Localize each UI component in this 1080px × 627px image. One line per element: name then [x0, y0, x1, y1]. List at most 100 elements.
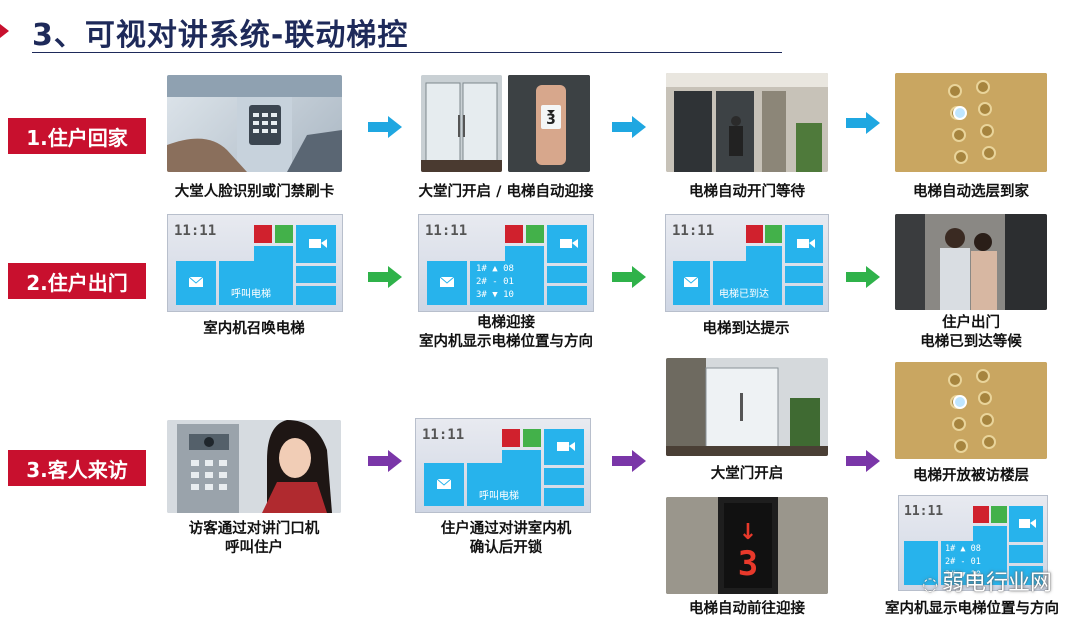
caption-elevator-greet: 电梯迎接 — [477, 315, 535, 331]
monitor-tile-lock[interactable] — [991, 506, 1007, 523]
call-elevator-tile[interactable]: 呼叫电梯 — [219, 261, 293, 305]
arrow-right-icon — [612, 450, 646, 472]
monitor-tile-intercom[interactable] — [502, 450, 541, 465]
caption-lobby-door-open: 大堂门开启 — [710, 466, 784, 482]
monitor-tile-settings[interactable] — [785, 266, 823, 283]
monitor-tile-tools[interactable] — [785, 286, 823, 305]
monitor-tile-settings[interactable] — [1009, 545, 1043, 563]
monitor-tile-intercom[interactable] — [973, 526, 1007, 542]
arrow-right-icon — [612, 266, 646, 288]
video-camera-icon — [797, 239, 815, 248]
lobby-door-open-illustration — [666, 358, 828, 456]
elevator-arrived-tile[interactable]: 电梯已到达 — [713, 261, 782, 305]
video-camera-icon — [560, 239, 578, 248]
watermark: ◌弱电行业网 — [922, 571, 1052, 596]
monitor-clock: 11:11 — [425, 223, 468, 239]
monitor-tile-alarm[interactable] — [505, 225, 523, 243]
envelope-icon — [439, 276, 455, 287]
caption-elevator-door-wait: 电梯自动开门等待 — [689, 184, 805, 200]
caption-display-position: 室内机显示电梯位置与方向 — [419, 334, 593, 350]
elevator-position-tile[interactable]: 1# ▲ 08 2# - 01 3# ▼ 10 — [470, 261, 544, 305]
call-elevator-label: 呼叫电梯 — [479, 491, 519, 502]
photo-elevator-visitor-floor — [895, 362, 1047, 459]
photo-lobby-access-control — [167, 75, 342, 172]
video-camera-icon — [1019, 519, 1036, 528]
arrow-right-icon — [846, 266, 880, 288]
monitor-tile-lock[interactable] — [526, 225, 544, 243]
arrow-right-icon — [846, 112, 880, 134]
elevator-row: 2# - 01 — [476, 277, 514, 287]
monitor-tile-intercom[interactable] — [254, 246, 293, 263]
monitor-tile-alarm[interactable] — [254, 225, 272, 243]
arrow-right-icon — [368, 116, 402, 138]
monitor-tile-tools[interactable] — [544, 488, 584, 506]
glass-door-illustration — [421, 75, 502, 172]
elevator-row: 1# ▲ 08 — [945, 544, 981, 554]
caption-elevator-auto-floor: 电梯自动选层到家 — [913, 184, 1029, 200]
floor-down-arrow-icon: ↓ — [739, 520, 757, 545]
monitor-tile-video[interactable] — [547, 225, 587, 263]
monitor-tile-tools[interactable] — [547, 286, 587, 305]
monitor-tile-settings[interactable] — [544, 468, 584, 485]
monitor-tile-intercom[interactable] — [505, 246, 544, 263]
monitor-tile-message[interactable] — [176, 261, 216, 305]
monitor-tile-tools[interactable] — [296, 286, 336, 305]
gold-button-panel-illustration — [895, 73, 1047, 172]
caption-arrival-prompt: 电梯到达提示 — [702, 321, 790, 337]
monitor-tile-message[interactable] — [427, 261, 467, 305]
wechat-icon: ◌ — [922, 574, 938, 595]
monitor-tile-message[interactable] — [673, 261, 710, 305]
arrow-right-icon — [368, 266, 402, 288]
monitor-clock: 11:11 — [672, 223, 715, 239]
monitor-tile-video[interactable] — [1009, 506, 1043, 542]
gold-button-panel-illustration — [895, 362, 1047, 459]
monitor-tile-lock[interactable] — [765, 225, 782, 243]
monitor-clock: 11:11 — [174, 223, 217, 239]
caption-resident-out: 住户出门 — [942, 315, 1000, 331]
row-label-visitor: 3.客人来访 — [8, 450, 146, 486]
page-title: 3、可视对讲系统-联动梯控 — [32, 18, 409, 53]
monitor-tile-video[interactable] — [785, 225, 823, 263]
floor-display-illustration: ↓ 3 — [666, 497, 828, 594]
envelope-icon — [683, 276, 699, 287]
monitor-tile-settings[interactable] — [547, 266, 587, 283]
call-elevator-tile[interactable]: 呼叫电梯 — [467, 463, 541, 506]
monitor-tile-intercom[interactable] — [746, 246, 782, 263]
envelope-icon — [188, 276, 204, 287]
monitor-clock: 11:11 — [422, 427, 465, 443]
caption-call-resident: 呼叫住户 — [225, 540, 283, 556]
monitor-tile-message[interactable] — [904, 541, 938, 585]
monitor-tile-lock[interactable] — [523, 429, 541, 447]
arrow-right-icon — [612, 116, 646, 138]
elevator-row: 1# ▲ 08 — [476, 264, 514, 274]
caption-indoor-call-elevator: 室内机召唤电梯 — [203, 321, 305, 337]
elevator-lobby-illustration — [666, 73, 828, 172]
indoor-monitor-position-screen: 11:11 1# ▲ 08 2# - 01 3# ▼ 10 — [418, 214, 594, 312]
elevator-position-tile[interactable]: 1# ▲ 08 2# - 01 3# ▼ 10 — [941, 541, 1007, 585]
caption-elevator-open-floor: 电梯开放被访楼层 — [913, 468, 1029, 484]
caption-face-card: 大堂人脸识别或门禁刷卡 — [174, 184, 335, 200]
monitor-tile-video[interactable] — [544, 429, 584, 465]
indoor-monitor-arrived-screen: 11:11 电梯已到达 — [665, 214, 829, 312]
title-marker-icon — [0, 24, 9, 38]
photo-elevator-indicator: 3 — [508, 75, 590, 172]
monitor-tile-video[interactable] — [296, 225, 336, 263]
indoor-monitor-visitor-screen: 11:11 呼叫电梯 — [415, 418, 591, 513]
monitor-tile-message[interactable] — [424, 463, 464, 506]
monitor-tile-alarm[interactable] — [502, 429, 520, 447]
monitor-tile-alarm[interactable] — [973, 506, 989, 523]
caption-elevator-auto-greet: 电梯自动前往迎接 — [689, 601, 805, 617]
monitor-tile-lock[interactable] — [275, 225, 293, 243]
monitor-clock: 11:11 — [904, 504, 944, 519]
caption-visitor-door-station: 访客通过对讲门口机 — [188, 521, 320, 537]
monitor-tile-settings[interactable] — [296, 266, 336, 283]
indoor-monitor-visitor-position-screen: 11:11 1# ▲ 08 2# - 01 3# ▼ 10 — [898, 495, 1048, 591]
arrow-right-icon — [846, 450, 880, 472]
call-elevator-label: 呼叫电梯 — [231, 289, 271, 300]
monitor-tile-tools[interactable] — [1009, 566, 1043, 585]
monitor-tile-alarm[interactable] — [746, 225, 763, 243]
lobby-access-illustration — [167, 75, 342, 172]
floor-display-number: 3 — [738, 544, 758, 584]
elevator-floor-digit: 3 — [546, 112, 556, 128]
caption-confirm-unlock: 确认后开锁 — [469, 540, 543, 556]
